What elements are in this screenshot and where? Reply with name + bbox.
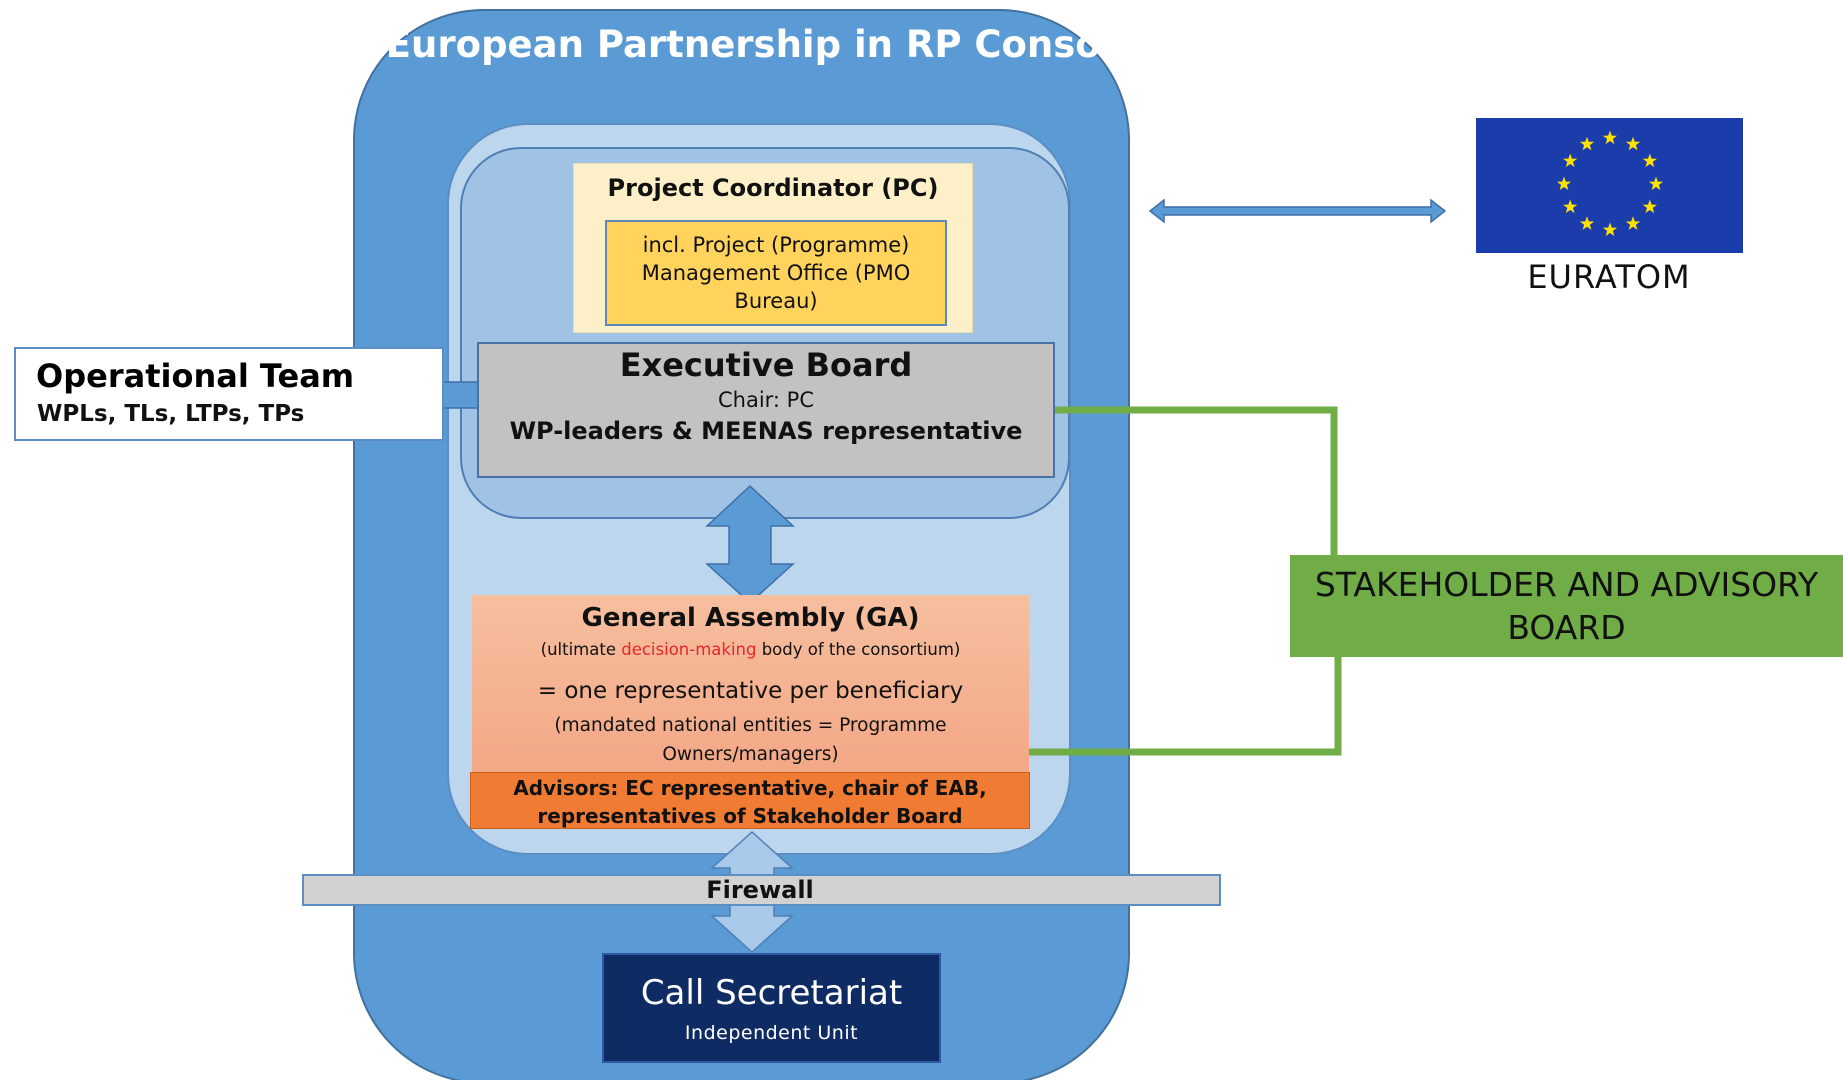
call-secretariat-box: Call Secretariat Independent Unit: [602, 953, 941, 1063]
advisors-box: Advisors: EC representative, chair of EA…: [470, 772, 1030, 829]
operational-team-title: Operational Team: [36, 357, 355, 395]
general-assembly-title: General Assembly (GA): [581, 603, 920, 633]
eu-star-icon: [1579, 216, 1595, 230]
firewall-label: Firewall: [706, 876, 814, 904]
eu-star-icon: [1642, 153, 1657, 168]
eu-star-icon: [1642, 199, 1657, 214]
eu-star-icon: [1556, 176, 1572, 191]
project-coordinator-box: Project Coordinator (PC) incl. Project (…: [573, 163, 973, 333]
stakeholder-board-label: STAKEHOLDER AND ADVISORY BOARD: [1314, 565, 1819, 647]
eu-star-icon: [1625, 136, 1641, 151]
euratom-label: EURATOM: [1527, 258, 1691, 296]
eu-star-icon: [1602, 130, 1618, 145]
stakeholder-board-box: STAKEHOLDER AND ADVISORY BOARD: [1290, 555, 1843, 657]
call-secretariat-title: Call Secretariat: [640, 973, 903, 1013]
ga-subtitle-after: body of the consortium): [756, 640, 961, 659]
firewall-bar: [302, 874, 1221, 906]
ga-subtitle-highlight: decision-making: [621, 640, 757, 659]
eu-star-icon: [1648, 176, 1664, 191]
eu-star-icon: [1563, 199, 1578, 214]
general-assembly-mandate: (mandated national entities = Programme …: [554, 715, 947, 765]
eu-star-icon: [1579, 136, 1595, 151]
executive-board-title: Executive Board: [619, 346, 913, 384]
consortium-title: European Partnership in RP Consortium: [385, 23, 1215, 66]
call-secretariat-subtitle: Independent Unit: [684, 1022, 859, 1044]
pmo-label: incl. Project (Programme) Management Off…: [641, 233, 911, 313]
ga-subtitle-before: (ultimate: [540, 640, 622, 659]
general-assembly-subtitle: (ultimate decision-making body of the co…: [472, 640, 1029, 659]
euratom-link-arrow: [1148, 198, 1447, 224]
executive-board-box: Executive Board Chair: PC WP-leaders & M…: [477, 342, 1055, 478]
pmo-box: incl. Project (Programme) Management Off…: [605, 220, 947, 326]
executive-board-members: WP-leaders & MEENAS representative: [509, 417, 1023, 445]
general-assembly-box: General Assembly (GA) (ultimate decision…: [472, 595, 1029, 775]
general-assembly-representation: = one representative per beneficiary: [537, 678, 964, 704]
eu-star-icon: [1563, 153, 1578, 168]
operational-team-members: WPLs, TLs, LTPs, TPs: [37, 401, 305, 427]
eu-star-icon: [1602, 222, 1618, 237]
executive-board-chair: Chair: PC: [717, 388, 815, 412]
project-coordinator-title: Project Coordinator (PC): [607, 174, 939, 202]
eu-star-icon: [1625, 216, 1641, 230]
eu-flag-icon: [1476, 118, 1743, 253]
operational-team-box: Operational Team WPLs, TLs, LTPs, TPs: [14, 347, 444, 441]
